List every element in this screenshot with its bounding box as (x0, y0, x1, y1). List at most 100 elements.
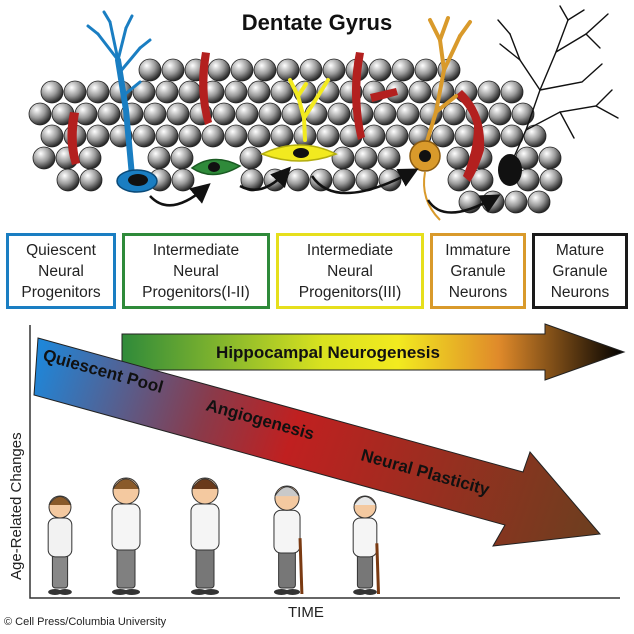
granule-cell (442, 102, 466, 126)
granule-cell (161, 58, 185, 82)
mature-granule-neuron (497, 5, 619, 186)
person-hair (353, 496, 377, 506)
person-hair (48, 496, 72, 506)
granule-cell (170, 146, 194, 170)
granule-cell (155, 124, 179, 148)
granule-cell (332, 168, 356, 192)
person-shoe (285, 589, 301, 595)
granule-cell (201, 124, 225, 148)
person-shoe (203, 589, 219, 595)
stage-box-intermediate-3: Intermediate Neural Progenitors(III) (276, 233, 424, 309)
granule-cell (132, 124, 156, 148)
granule-cell (327, 102, 351, 126)
granule-cell (276, 58, 300, 82)
person-legs (116, 545, 136, 589)
granule-cell (147, 146, 171, 170)
granule-cell (239, 146, 263, 170)
granule-cell (322, 58, 346, 82)
granule-cell (539, 168, 563, 192)
walking-cane (375, 543, 381, 595)
granule-cell (385, 124, 409, 148)
person-legs (195, 545, 215, 589)
person-hair (112, 478, 140, 490)
walking-cane (298, 538, 304, 595)
granule-cell (504, 190, 528, 214)
granule-cell (40, 124, 64, 148)
granule-cell (309, 168, 333, 192)
granule-cell (373, 102, 397, 126)
granule-cell (446, 146, 470, 170)
age-decline-arrow (33, 337, 601, 547)
lineage-arrows (149, 166, 501, 214)
granule-cell (368, 58, 392, 82)
granule-cell (132, 80, 156, 104)
granule-cell (258, 102, 282, 126)
granule-cell (224, 124, 248, 148)
granule-cell (230, 58, 254, 82)
granule-cell (377, 146, 401, 170)
image-credit: © Cell Press/Columbia University (4, 616, 167, 628)
stage-label-intermediate-3: Intermediate Neural Progenitors(III) (298, 241, 402, 301)
granule-cell (78, 146, 102, 170)
blood-vessels (67, 52, 485, 182)
granule-cell (138, 58, 162, 82)
granule-cell (477, 80, 501, 104)
granule-cell (79, 168, 103, 192)
x-axis-label: TIME (288, 604, 324, 621)
granule-cell (527, 190, 551, 214)
person-shoe (112, 589, 128, 595)
person-shoe (48, 589, 62, 595)
neurogenesis-label: Hippocampal Neurogenesis (216, 343, 440, 362)
quiescent-progenitor-cell (86, 10, 158, 193)
granule-cell (178, 80, 202, 104)
granule-cell (299, 58, 323, 82)
granule-cell (408, 80, 432, 104)
granule-cell (396, 102, 420, 126)
granule-cell (391, 58, 415, 82)
person-torso (111, 503, 141, 551)
granule-cell (488, 102, 512, 126)
granule-cell (538, 146, 562, 170)
granule-cell (414, 58, 438, 82)
granule-cell (155, 80, 179, 104)
person-legs (278, 548, 296, 589)
granule-cell (286, 168, 310, 192)
granule-cell (143, 102, 167, 126)
granule-cell (235, 102, 259, 126)
intermediate-progenitor-3-cell (260, 78, 338, 162)
granule-cell (270, 124, 294, 148)
person-torso (273, 509, 301, 554)
person-shoe (273, 589, 289, 595)
stage-label-immature: Immature Granule Neurons (445, 241, 511, 301)
stage-label-intermediate-1-2: Intermediate Neural Progenitors(I-II) (142, 241, 250, 301)
granule-cell (224, 80, 248, 104)
granule-cell (40, 80, 64, 104)
person-legs (356, 552, 374, 589)
granule-cell (86, 124, 110, 148)
granule-cell (240, 168, 264, 192)
stage-box-mature: Mature Granule Neurons (532, 233, 628, 309)
person-torso (352, 517, 378, 558)
granule-cell (97, 102, 121, 126)
person-shoe (363, 589, 377, 595)
granule-cell (431, 124, 455, 148)
granule-cell (500, 80, 524, 104)
person-hair (274, 486, 300, 497)
granule-cell (166, 102, 190, 126)
person-hair (191, 478, 219, 490)
granule-cell (316, 124, 340, 148)
granule-cell (32, 146, 56, 170)
person-shoe (124, 589, 140, 595)
stage-label-quiescent: Quiescent Neural Progenitors (21, 241, 101, 301)
granule-cell (178, 124, 202, 148)
granule-cell (207, 58, 231, 82)
stage-label-mature: Mature Granule Neurons (550, 241, 610, 301)
stage-box-quiescent: Quiescent Neural Progenitors (6, 233, 116, 309)
graph-axes (29, 325, 620, 599)
lifespan-figures (47, 477, 381, 595)
granule-cell (212, 102, 236, 126)
granule-cell (171, 168, 195, 192)
stage-box-immature: Immature Granule Neurons (430, 233, 526, 309)
granule-cell (270, 80, 294, 104)
